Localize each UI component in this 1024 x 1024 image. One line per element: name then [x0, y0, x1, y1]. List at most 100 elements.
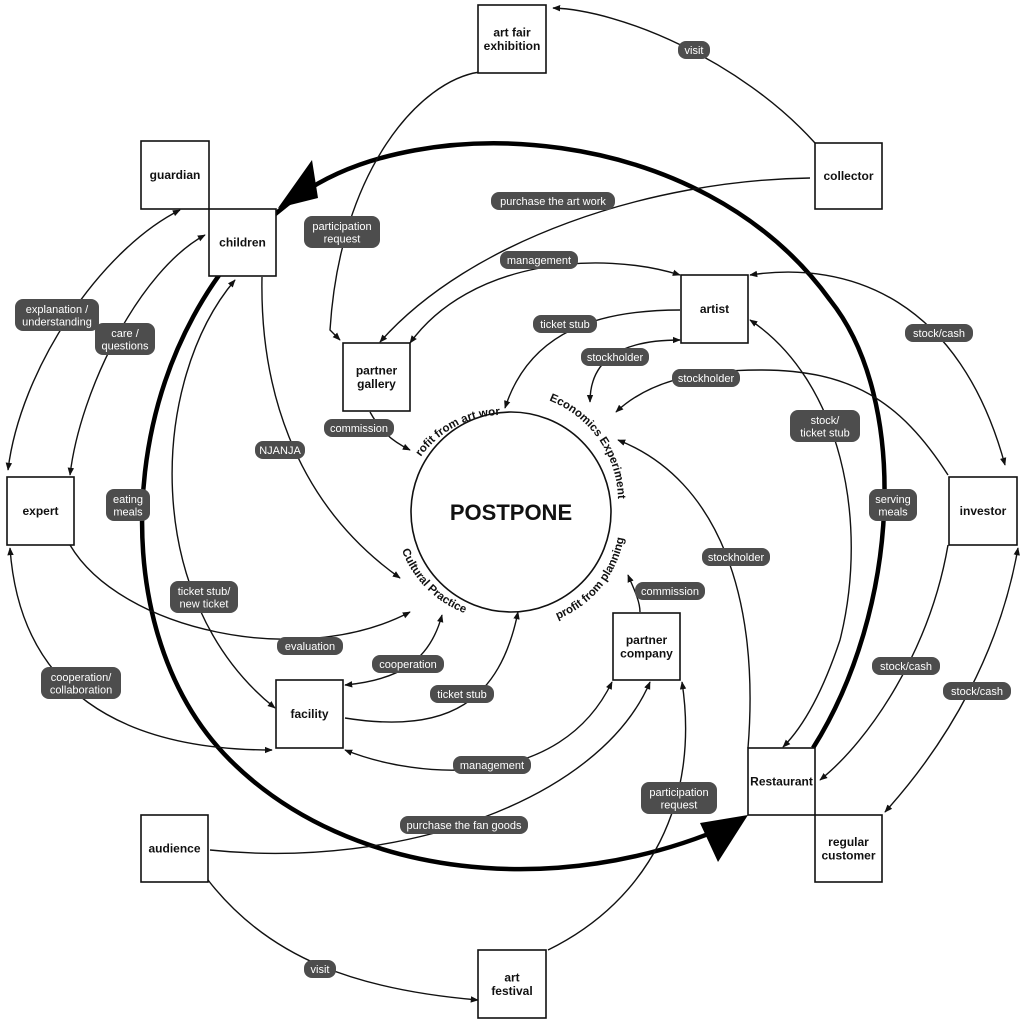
edge-label-care-questions: care /questions [95, 323, 155, 355]
node-label: investor [960, 504, 1007, 518]
label-text: management [507, 255, 571, 267]
edge-label-njanja: NJANJA [255, 441, 305, 459]
label-text: collaboration [50, 684, 112, 696]
edge-label-stockholder-artist: stockholder [581, 348, 649, 366]
edge-label-cooperation-collaboration: cooperation/collaboration [41, 667, 121, 699]
label-text: stockholder [678, 373, 735, 385]
edge-labels: visit purchase the art work participatio… [15, 41, 1011, 978]
node-label: festival [491, 984, 532, 998]
edge-label-stock-cash-restaurant: stock/cash [872, 657, 940, 675]
ring-arrowhead-top [278, 160, 318, 208]
label-text: evaluation [285, 641, 335, 653]
node-label: exhibition [484, 39, 541, 53]
label-pill [170, 581, 238, 613]
node-label: Restaurant [750, 775, 813, 789]
label-pill [672, 369, 740, 387]
node-box [6, 476, 75, 546]
node-expert: expert [6, 476, 75, 546]
label-text: cooperation/ [51, 672, 112, 684]
label-text: cooperation [379, 659, 437, 671]
label-text: stock/cash [951, 686, 1003, 698]
node-artist: artist [680, 274, 749, 344]
label-text: stock/ [811, 415, 841, 427]
edge-label-stock-cash-artist: stock/cash [905, 324, 973, 342]
label-text: management [460, 760, 524, 772]
node-box [140, 814, 209, 883]
edge-label-stock-ticket-stub: stock/ticket stub [790, 410, 860, 442]
label-pill [491, 192, 615, 210]
node-collector: collector [814, 142, 883, 210]
label-text: stock/cash [913, 328, 965, 340]
label-text: ticket stub [800, 427, 850, 439]
node-label: gallery [357, 377, 396, 391]
label-text: purchase the art work [500, 196, 606, 208]
label-pill [702, 548, 770, 566]
label-text: NJANJA [259, 445, 301, 457]
label-text: visit [685, 45, 704, 57]
label-text: commission [641, 586, 699, 598]
label-text: care / [111, 328, 139, 340]
label-pill [500, 251, 578, 269]
label-text: stockholder [587, 352, 644, 364]
node-label: guardian [150, 168, 201, 182]
node-box [948, 476, 1018, 546]
label-text: new ticket [180, 598, 229, 610]
label-text: stock/cash [880, 661, 932, 673]
label-text: ticket stub/ [178, 586, 232, 598]
label-pill [41, 667, 121, 699]
label-pill [372, 655, 444, 673]
label-pill [678, 41, 710, 59]
label-text: request [661, 799, 698, 811]
edge-label-purchase-art-work: purchase the art work [491, 192, 615, 210]
label-text: questions [101, 340, 149, 352]
node-label: art fair [493, 25, 531, 39]
label-pill [869, 489, 917, 521]
label-text: meals [878, 506, 908, 518]
node-label: artist [700, 302, 729, 316]
label-pill [304, 216, 380, 248]
node-label: collector [823, 169, 873, 183]
node-audience: audience [140, 814, 209, 883]
label-pill [95, 323, 155, 355]
edge-label-stock-cash-regular: stock/cash [943, 682, 1011, 700]
node-label: expert [22, 504, 58, 518]
edge-label-ticket-stub-new-ticket: ticket stub/new ticket [170, 581, 238, 613]
node-guardian: guardian [140, 140, 210, 210]
label-text: visit [311, 964, 330, 976]
node-box [140, 140, 210, 210]
edge-label-visit-bottom: visit [304, 960, 336, 978]
label-text: meals [113, 506, 143, 518]
node-restaurant: Restaurant [747, 747, 816, 816]
label-pill [400, 816, 528, 834]
label-pill [430, 685, 494, 703]
node-box [612, 612, 681, 681]
label-text: ticket stub [540, 319, 590, 331]
label-pill [255, 441, 305, 459]
label-pill [277, 637, 343, 655]
label-pill [15, 299, 99, 331]
node-box [477, 949, 547, 1019]
node-box [814, 814, 883, 883]
node-label: partner [626, 633, 668, 647]
node-label: partner [356, 363, 398, 377]
label-text: participation [649, 787, 708, 799]
node-box [477, 4, 547, 74]
label-text: purchase the fan goods [407, 820, 522, 832]
node-label: facility [290, 707, 328, 721]
label-text: understanding [22, 316, 92, 328]
label-text: eating [113, 494, 143, 506]
edge-label-evaluation: evaluation [277, 637, 343, 655]
edge-label-management-top: management [500, 251, 578, 269]
node-facility: facility [275, 679, 344, 749]
label-text: stockholder [708, 552, 765, 564]
label-pill [943, 682, 1011, 700]
